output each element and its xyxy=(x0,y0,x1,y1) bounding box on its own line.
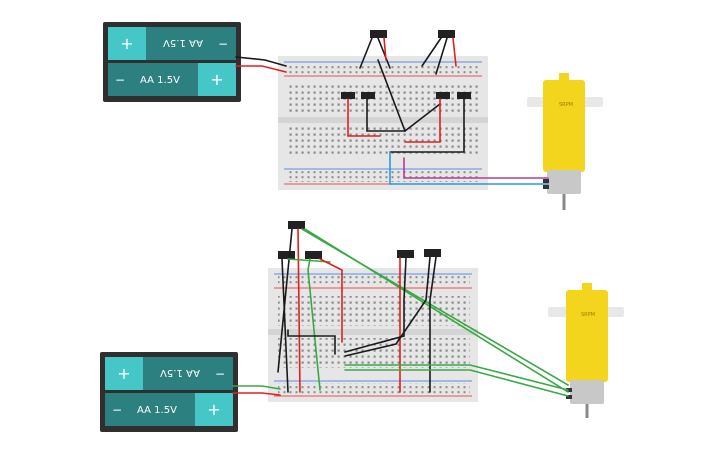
battery-cell-label: AA 1.5V xyxy=(163,37,203,48)
motor-1: SRPM xyxy=(527,73,603,210)
wire-battery-positive xyxy=(235,65,287,73)
slide-switch[interactable] xyxy=(424,249,441,257)
slide-switch[interactable] xyxy=(305,251,322,259)
breadboard-1 xyxy=(278,56,488,190)
battery-cell-label: AA 1.5V xyxy=(137,405,177,416)
circuit-2: + AA 1.5V − − AA 1.5V + SR xyxy=(100,221,624,432)
motor-gearbox xyxy=(570,380,604,404)
slide-switch[interactable] xyxy=(370,30,387,38)
plus-symbol: + xyxy=(210,70,223,89)
battery-terminal-plus xyxy=(105,357,143,390)
wire-motor-purple xyxy=(403,157,549,179)
battery-pack-2: + AA 1.5V − − AA 1.5V + xyxy=(100,352,238,432)
minus-symbol: − xyxy=(112,403,122,417)
motor-body xyxy=(543,80,585,172)
battery-terminal-plus xyxy=(195,393,233,426)
slide-switch[interactable] xyxy=(457,92,471,99)
switches-bottom xyxy=(278,221,441,259)
battery-terminal-plus xyxy=(108,27,146,60)
wire-battery-negative xyxy=(235,56,287,67)
slide-switch[interactable] xyxy=(438,30,455,38)
minus-symbol: − xyxy=(218,37,228,51)
wires-2 xyxy=(232,228,569,397)
slide-switch[interactable] xyxy=(341,92,355,99)
plus-symbol: + xyxy=(117,364,130,383)
slide-switch[interactable] xyxy=(288,221,305,229)
slide-switch[interactable] xyxy=(436,92,450,99)
circuit-1: + AA 1.5V − − AA 1.5V + SR xyxy=(103,22,603,210)
switches-top xyxy=(341,30,471,99)
minus-symbol: − xyxy=(215,367,225,381)
slide-switch[interactable] xyxy=(397,250,414,258)
plus-symbol: + xyxy=(207,400,220,419)
minus-symbol: − xyxy=(115,73,125,87)
wire-battery-positive xyxy=(232,392,281,396)
motor-gearbox xyxy=(547,170,581,194)
plus-symbol: + xyxy=(120,34,133,53)
battery-cell-label: AA 1.5V xyxy=(160,367,200,378)
battery-terminal-plus xyxy=(198,63,236,96)
slide-switch[interactable] xyxy=(278,251,295,259)
motor-label: SRPM xyxy=(559,102,573,108)
wire-battery-green xyxy=(232,385,281,390)
slide-switch[interactable] xyxy=(361,92,375,99)
battery-cell-label: AA 1.5V xyxy=(140,75,180,86)
wire-motor-blue xyxy=(389,151,549,185)
wires-1 xyxy=(235,37,549,185)
motor-label: SRPM xyxy=(581,312,595,318)
motor-body xyxy=(566,290,608,382)
motor-2: SRPM xyxy=(548,283,624,418)
battery-pack-1: + AA 1.5V − − AA 1.5V + xyxy=(103,22,241,102)
